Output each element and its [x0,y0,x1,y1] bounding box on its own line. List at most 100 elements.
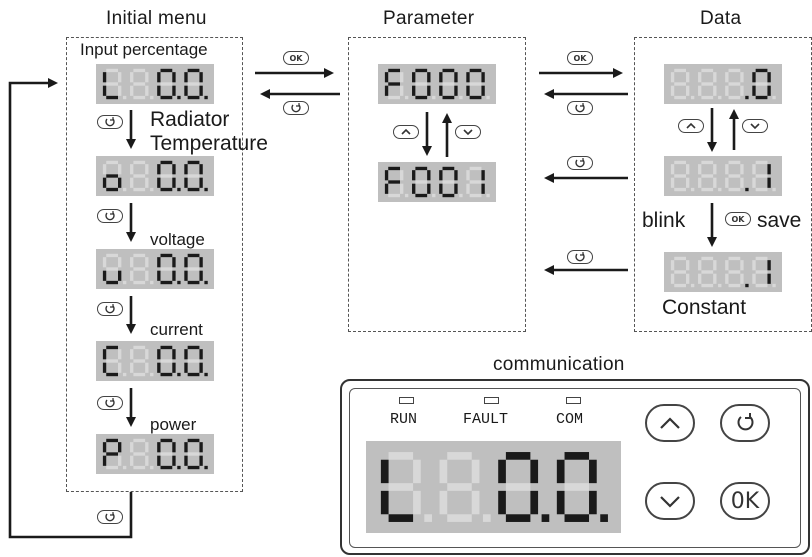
segment-e [752,85,756,96]
ok-label: OK [731,214,745,224]
segment-e [130,455,134,466]
segment-g [447,483,472,491]
decimal-point [122,280,127,285]
digit [102,438,127,470]
label-blink: blink [642,209,686,232]
segment-a [133,438,146,443]
segment-e [157,455,161,466]
arrow-loop-back [8,78,133,539]
digit [102,345,127,377]
decimal-point [177,280,181,285]
label-current: current [150,320,203,339]
segment-d [564,514,590,522]
segment-a [106,160,119,165]
segment-d [447,514,472,522]
segment-c [767,273,771,284]
segment-c [767,85,771,96]
digit [130,160,154,192]
segment-g [187,452,200,456]
segment-c [145,85,149,96]
digit [157,345,181,377]
segment-b [713,72,717,83]
run-led [399,397,414,404]
segment-c [740,273,744,284]
segment-d [388,95,401,100]
segment-d [187,95,200,100]
decimal-point [150,465,154,470]
segment-e [130,177,134,188]
ok-icon: OK [283,51,309,65]
lcd-data-10-1-constant [664,252,782,292]
up-button[interactable] [645,404,695,442]
segment-a [701,160,714,165]
digit [157,68,181,100]
segment-e [184,362,188,373]
down-button[interactable] [645,482,695,520]
segment-d [388,514,414,522]
segment-e [670,273,675,284]
segment-g [160,174,173,178]
segment-d [674,187,687,192]
segment-b [686,260,690,271]
decimal-point [177,372,181,377]
segment-c [118,455,122,466]
segment-d [133,280,146,285]
segment-e [157,85,161,96]
segment-a [701,68,714,73]
segment-f [412,72,416,83]
segment-d [505,514,531,522]
segment-g [187,359,200,363]
segment-a [447,452,472,460]
segment-d [442,193,455,198]
segment-g [755,174,768,178]
segment-e [184,270,188,281]
segment-g [106,452,119,456]
segment-g [388,180,401,184]
segment-a [133,345,146,350]
digit [556,452,608,522]
segment-d [187,280,200,285]
digit [698,68,722,100]
segment-a [106,253,119,258]
segment-c [530,490,539,515]
decimal-point [718,283,722,288]
segment-b [686,164,690,175]
segment-g [133,267,146,271]
segment-f [102,72,107,83]
decimal-point [541,514,550,522]
decimal-point [204,280,208,285]
segment-a [106,345,119,350]
segment-d [106,187,119,192]
segment-e [439,183,443,194]
decimal-point [150,372,154,377]
segment-c [589,490,597,515]
segment-b [145,442,149,453]
ok-button-label: 0K [730,488,760,514]
segment-c [199,455,203,466]
segment-c [686,273,690,284]
segment-g [160,82,173,86]
return-icon [737,413,754,431]
segment-a [187,160,200,165]
segment-g [564,483,590,491]
segment-b [172,257,176,268]
return-icon [97,115,123,129]
return-button[interactable] [720,404,770,442]
ok-button[interactable]: 0K [720,482,770,520]
segment-d [469,95,482,100]
seven-segment-digits [102,438,208,470]
segment-c [481,85,485,96]
decimal-point [718,95,722,100]
segment-f [698,260,702,271]
seven-segment-digits [102,160,208,192]
segment-b [118,442,122,453]
segment-b [530,459,539,484]
fault-led [484,397,499,404]
segment-f [752,72,756,83]
segment-a [674,68,687,73]
parameter-title: Parameter [383,8,475,29]
segment-g [505,483,531,491]
segment-a [187,68,200,73]
digit [752,68,776,100]
segment-a [187,345,200,350]
